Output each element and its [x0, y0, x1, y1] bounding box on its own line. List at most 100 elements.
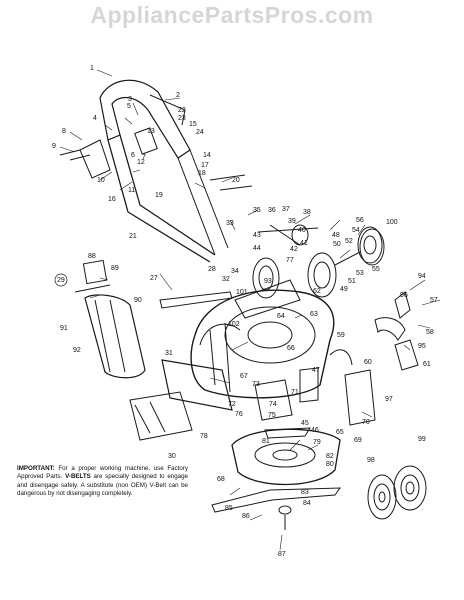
- transmission: [254, 349, 376, 426]
- callout-100: 100: [386, 219, 398, 226]
- callout-28: 28: [208, 266, 216, 273]
- callout-85: 85: [225, 505, 233, 512]
- callout-71: 71: [291, 389, 299, 396]
- callout-8: 8: [62, 128, 66, 135]
- callout-89: 89: [111, 265, 119, 272]
- callout-9: 9: [52, 143, 56, 150]
- callout-82: 82: [326, 453, 334, 460]
- callout-44: 44: [253, 245, 261, 252]
- callout-60: 60: [364, 359, 372, 366]
- callout-87: 87: [278, 551, 286, 558]
- rear-wheel-assembly: [307, 226, 383, 298]
- callout-84: 84: [303, 500, 311, 507]
- callout-40: 40: [298, 227, 306, 234]
- callout-91: 91: [60, 325, 68, 332]
- callout-65: 65: [336, 429, 344, 436]
- important-text: For a proper working machine, use Factor…: [17, 465, 188, 481]
- callout-32: 32: [222, 276, 230, 283]
- callout-74: 74: [269, 401, 277, 408]
- callout-47: 47: [312, 367, 320, 374]
- callout-79: 79: [313, 439, 321, 446]
- callout-38: 38: [303, 209, 311, 216]
- callout-88: 88: [88, 253, 96, 260]
- watermark: AppliancePartsPros.com: [90, 2, 374, 28]
- callout-16: 16: [108, 196, 116, 203]
- callout-66: 66: [287, 345, 295, 352]
- callout-33: 33: [226, 220, 234, 227]
- callout-21: 21: [129, 233, 137, 240]
- callout-42: 42: [290, 246, 298, 253]
- callout-64: 64: [277, 313, 285, 320]
- callout-94: 94: [418, 273, 426, 280]
- vbelts-text: are specially designed to engage and dis…: [17, 473, 188, 498]
- callout-99: 99: [418, 436, 426, 443]
- callout-93: 93: [264, 278, 272, 285]
- callout-75: 75: [268, 412, 276, 419]
- callout-24: 24: [196, 129, 204, 136]
- callout-57: 57: [430, 297, 438, 304]
- callout-101: 101: [236, 289, 248, 296]
- callout-10: 10: [97, 177, 105, 184]
- callout-22: 22: [178, 107, 186, 114]
- callout-23: 23: [178, 115, 186, 122]
- callout-55: 55: [372, 266, 380, 273]
- replacement-wheels: [367, 465, 427, 520]
- leader-lines: [59, 69, 441, 551]
- front-wheel: [252, 224, 319, 299]
- callout-15: 15: [189, 121, 197, 128]
- callout-19: 19: [155, 192, 163, 199]
- callout-78: 78: [200, 433, 208, 440]
- callout-7: 7: [142, 154, 146, 161]
- callout-51: 51: [348, 278, 356, 285]
- callout-63: 63: [310, 311, 318, 318]
- callout-35: 35: [253, 207, 261, 214]
- callout-86: 86: [242, 513, 250, 520]
- callout-61: 61: [423, 361, 431, 368]
- callout-96: 96: [400, 292, 408, 299]
- callout-12: 12: [137, 159, 145, 166]
- callout-5: 5: [127, 103, 131, 110]
- callout-13: 13: [147, 128, 155, 135]
- callout-29-circle: [54, 273, 68, 287]
- callout-95: 95: [418, 343, 426, 350]
- rear-chute: [129, 359, 233, 441]
- callout-56: 56: [356, 217, 364, 224]
- callout-52: 52: [345, 238, 353, 245]
- callout-98: 98: [367, 457, 375, 464]
- callout-48: 48: [332, 232, 340, 239]
- callout-45: 45: [301, 420, 309, 427]
- callout-77: 77: [286, 257, 294, 264]
- mower-deck: [159, 279, 335, 399]
- callout-72: 72: [228, 401, 236, 408]
- callout-36: 36: [268, 207, 276, 214]
- callout-58: 58: [426, 329, 434, 336]
- callout-43: 43: [253, 232, 261, 239]
- callout-90: 90: [134, 297, 142, 304]
- callout-81: 81: [262, 438, 270, 445]
- callout-18: 18: [198, 170, 206, 177]
- callout-83: 83: [301, 489, 309, 496]
- callout-70: 70: [362, 419, 370, 426]
- callout-numbers: 1 2 3 4 5 6 7 8 9 10 11 12 13 14 15 16 1…: [52, 65, 438, 558]
- blade-assembly: [211, 427, 341, 530]
- callout-17: 17: [201, 162, 209, 169]
- callout-41: 41: [300, 240, 308, 247]
- important-note: IMPORTANT: For a proper working machine,…: [17, 465, 188, 499]
- callout-76: 76: [235, 411, 243, 418]
- callout-37: 37: [282, 206, 290, 213]
- callout-73: 73: [252, 381, 260, 388]
- callout-29: 29: [57, 277, 65, 284]
- callout-50: 50: [333, 241, 341, 248]
- callout-2: 2: [176, 92, 180, 99]
- callout-67: 67: [240, 373, 248, 380]
- height-adjuster: [374, 291, 419, 371]
- drive-wheel: [359, 228, 385, 266]
- callout-20: 20: [232, 177, 240, 184]
- callout-3: 3: [128, 96, 132, 103]
- callout-80: 80: [326, 461, 334, 468]
- callout-14: 14: [203, 152, 211, 159]
- callout-102: 102: [228, 321, 240, 328]
- callout-27: 27: [150, 275, 158, 282]
- callout-4: 4: [93, 115, 97, 122]
